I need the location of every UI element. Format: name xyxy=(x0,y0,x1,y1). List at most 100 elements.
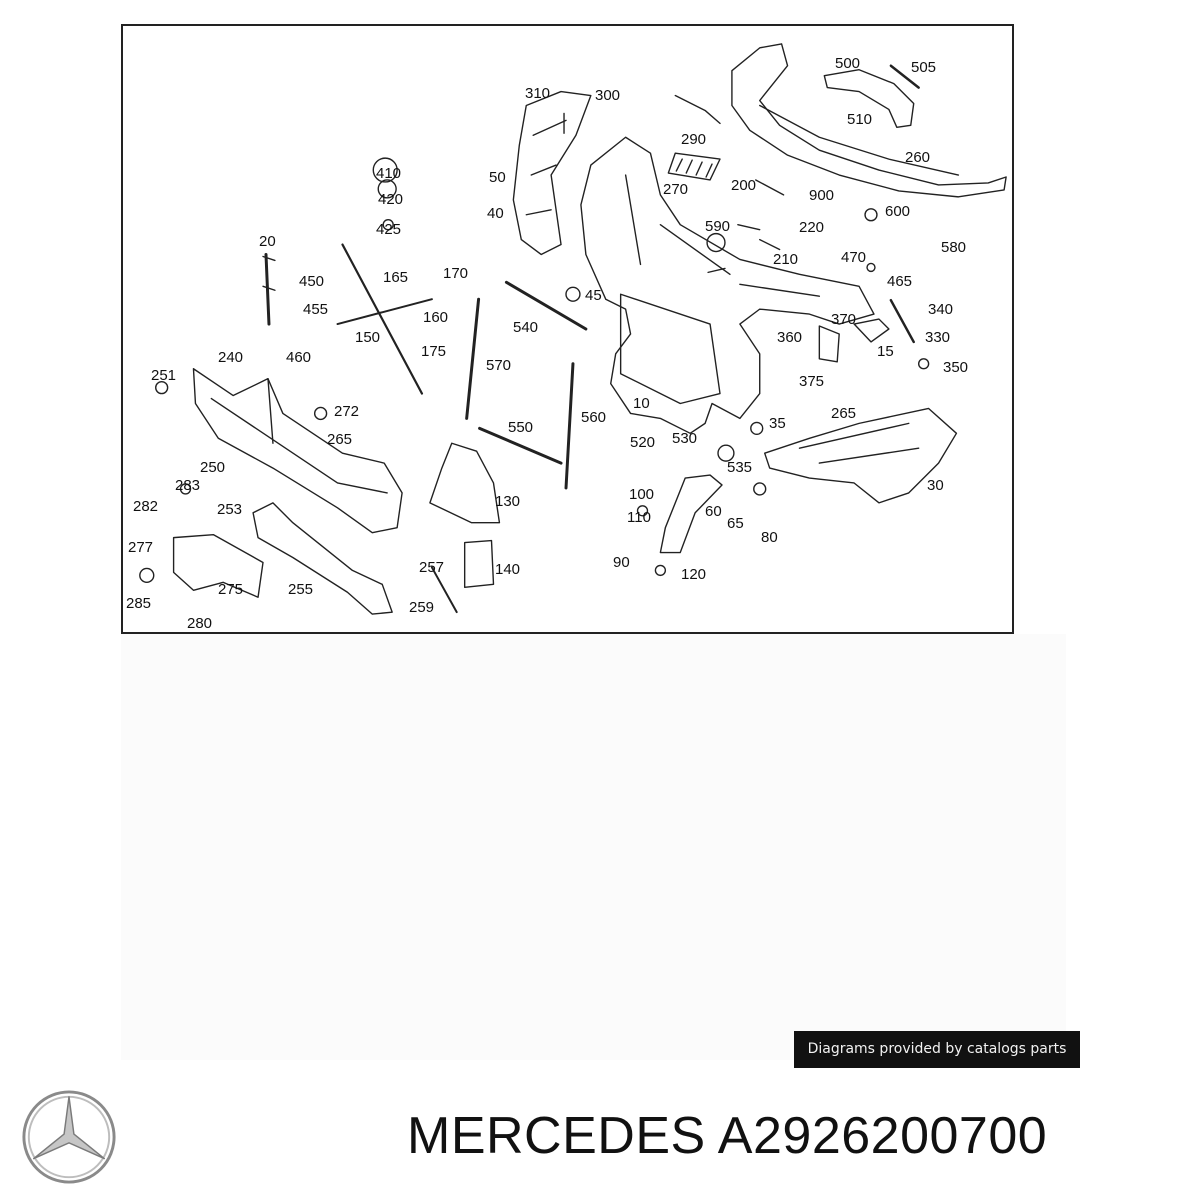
callout-label: 255 xyxy=(288,581,314,598)
left-bracket-part xyxy=(512,90,592,256)
callout-label: 300 xyxy=(595,87,621,104)
seal-strip-570-part xyxy=(465,297,481,420)
callout-label: 90 xyxy=(613,554,630,571)
callout-label: 160 xyxy=(423,309,449,326)
callout-label: 210 xyxy=(773,251,799,268)
callout-label: 535 xyxy=(727,459,753,476)
callout-label: 600 xyxy=(885,203,911,220)
callout-label: 10 xyxy=(633,395,650,412)
callout-label: 200 xyxy=(731,177,757,194)
callout-label: 410 xyxy=(376,165,402,182)
lower-beam-part xyxy=(252,502,393,615)
callout-label: 520 xyxy=(630,434,656,451)
callout-label: 45 xyxy=(585,287,602,304)
callout-label: 470 xyxy=(841,249,867,266)
callout-label: 375 xyxy=(799,373,825,390)
callout-label: 510 xyxy=(847,111,873,128)
callout-label: 283 xyxy=(175,477,201,494)
seal-strip-560-part xyxy=(564,362,575,490)
diagonal-strut-part xyxy=(341,243,424,395)
callout-label: 100 xyxy=(629,486,655,503)
callout-label: 40 xyxy=(487,205,504,222)
air-duct-part xyxy=(823,69,915,129)
callout-label: 20 xyxy=(259,233,276,250)
callout-label: 505 xyxy=(911,59,937,76)
callout-label: 240 xyxy=(218,349,244,366)
callout-label: 50 xyxy=(489,169,506,186)
callout-label: 275 xyxy=(218,581,244,598)
air-guide-part xyxy=(429,442,501,524)
callout-label: 290 xyxy=(681,131,707,148)
callout-label: 250 xyxy=(200,459,226,476)
lower-bracket-part xyxy=(172,533,264,598)
callout-label: 265 xyxy=(831,405,857,422)
part-number: A2926200700 xyxy=(717,1107,1048,1165)
callout-label: 282 xyxy=(133,498,159,515)
callout-label: 310 xyxy=(525,85,551,102)
callout-label: 175 xyxy=(421,343,447,360)
watermark-area xyxy=(121,634,1066,1060)
callout-label: 580 xyxy=(941,239,967,256)
parts-drawing xyxy=(139,43,1007,615)
support-rod-part xyxy=(264,253,271,326)
callout-label: 560 xyxy=(581,409,607,426)
callout-label: 253 xyxy=(217,501,243,518)
callout-label: 251 xyxy=(151,367,177,384)
callout-label: 450 xyxy=(299,273,325,290)
callout-label: 900 xyxy=(809,187,835,204)
callout-label: 570 xyxy=(486,357,512,374)
callout-label: 350 xyxy=(943,359,969,376)
callout-label: 120 xyxy=(681,566,707,583)
callout-label: 277 xyxy=(128,539,154,556)
callout-label: 280 xyxy=(187,615,213,632)
callout-label: 65 xyxy=(727,515,744,532)
part-title: MERCEDES A2926200700 xyxy=(407,1106,1047,1166)
callout-label: 270 xyxy=(663,181,689,198)
callout-label: 15 xyxy=(877,343,894,360)
callout-label: 550 xyxy=(508,419,534,436)
callout-label: 35 xyxy=(769,415,786,432)
callout-label: 340 xyxy=(928,301,954,318)
callout-label: 260 xyxy=(905,149,931,166)
cross-member-upper-part xyxy=(731,43,1007,198)
callout-label: 259 xyxy=(409,599,435,616)
callout-label: 420 xyxy=(378,191,404,208)
vent-grille-part xyxy=(667,152,721,181)
callout-label: 150 xyxy=(355,329,381,346)
callout-label: 460 xyxy=(286,349,312,366)
callout-label: 80 xyxy=(761,529,778,546)
callout-label: 330 xyxy=(925,329,951,346)
callout-label: 30 xyxy=(927,477,944,494)
crash-beam-part xyxy=(192,368,403,534)
callout-label: 60 xyxy=(705,503,722,520)
callout-label: 272 xyxy=(334,403,360,420)
callout-label: 540 xyxy=(513,319,539,336)
right-bracket-part xyxy=(764,407,958,504)
callout-label: 425 xyxy=(376,221,402,238)
mercedes-star-icon xyxy=(22,1090,116,1184)
callout-label: 257 xyxy=(419,559,445,576)
callout-label: 530 xyxy=(672,430,698,447)
callout-label: 465 xyxy=(887,273,913,290)
callout-label: 360 xyxy=(777,329,803,346)
callout-label: 500 xyxy=(835,55,861,72)
callout-label: 455 xyxy=(303,301,329,318)
seal-strip-540-part xyxy=(504,280,588,331)
callout-label: 285 xyxy=(126,595,152,612)
mount-bracket-part xyxy=(659,474,723,554)
callout-label: 590 xyxy=(705,218,731,235)
callout-label: 265 xyxy=(327,431,353,448)
callout-label: 165 xyxy=(383,269,409,286)
callout-label: 110 xyxy=(627,509,651,526)
brand-name: MERCEDES xyxy=(407,1107,706,1165)
parts-diagram: 310 300 500 505 510 260 290 410 420 425 50 40 270 200… xyxy=(121,24,1014,634)
callout-label: 140 xyxy=(495,561,521,578)
seal-strip-550-part xyxy=(478,426,563,465)
callout-label: 370 xyxy=(831,311,857,328)
callout-label: 170 xyxy=(443,265,469,282)
callout-label: 130 xyxy=(495,493,521,510)
credit-badge: Diagrams provided by catalogs parts xyxy=(794,1031,1080,1068)
block-140-part xyxy=(463,539,495,588)
callout-label: 220 xyxy=(799,219,825,236)
radiator-support-part xyxy=(580,136,875,435)
